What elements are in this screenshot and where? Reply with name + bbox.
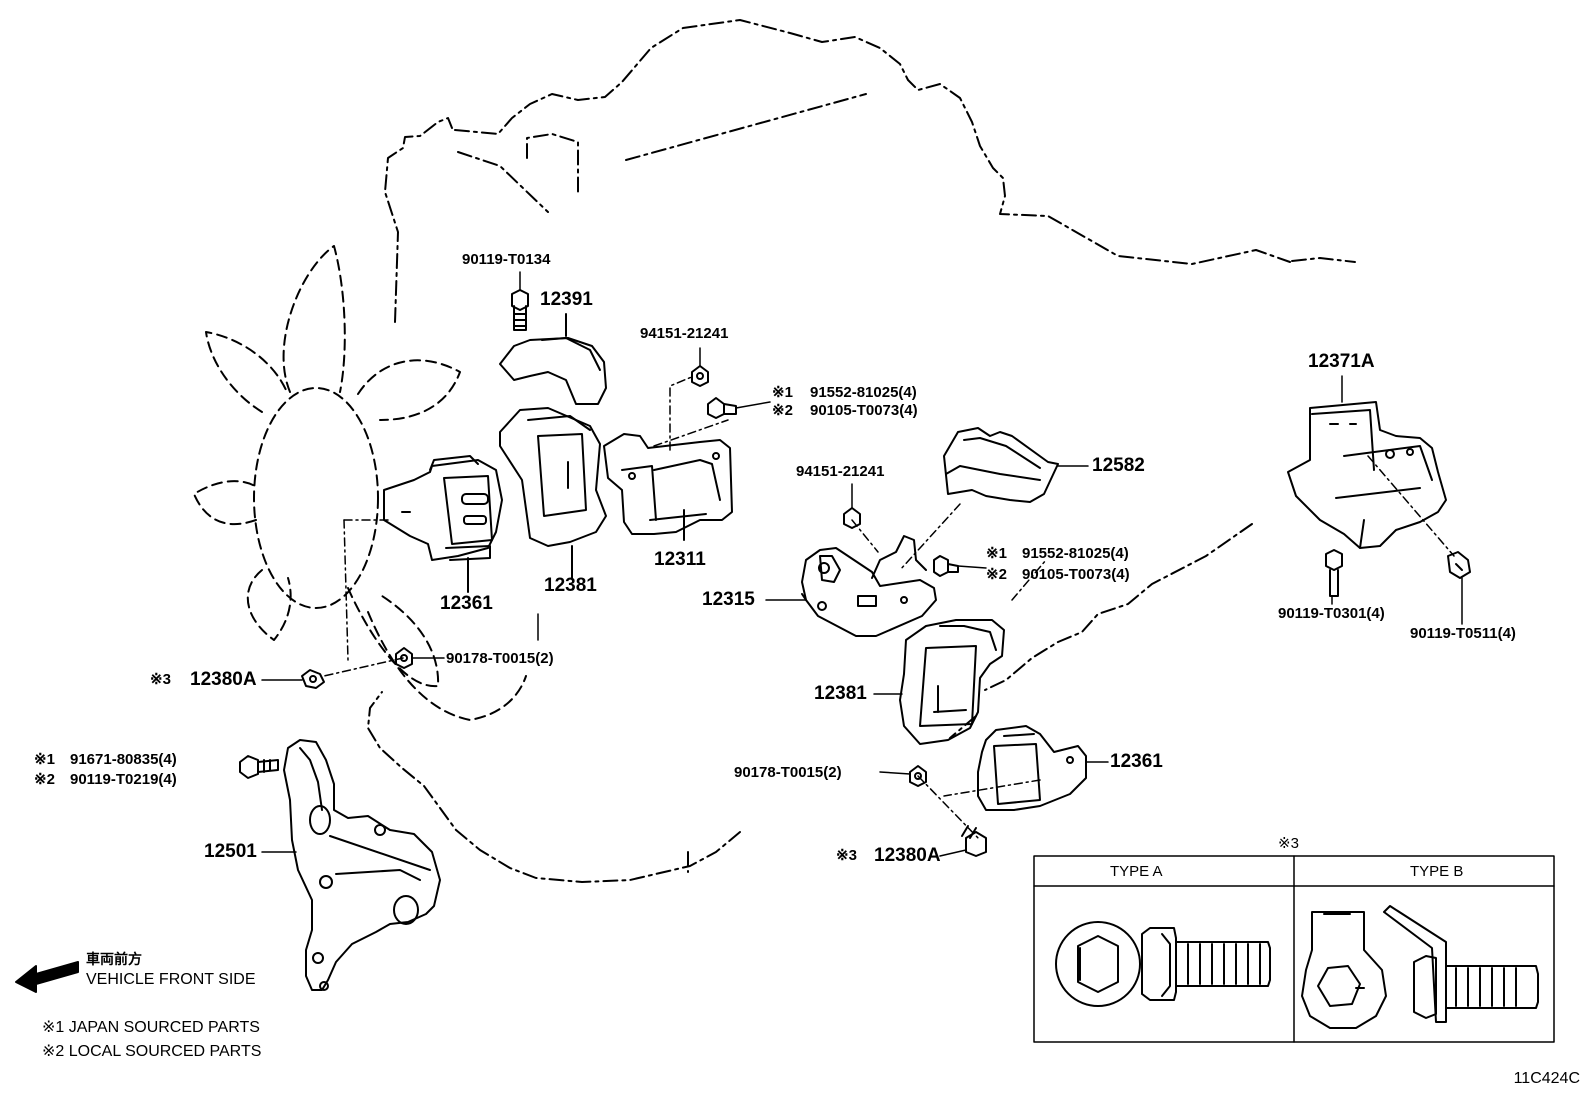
cooling-fan (193, 245, 527, 721)
vehicle-front-arrow-icon (15, 961, 79, 993)
type-a-header: TYPE A (1110, 863, 1163, 880)
label-12361-left: 12361 (440, 593, 493, 614)
label-90119-T0511: 90119-T0511(4) (1410, 625, 1516, 642)
nut-90178-T0015-right (909, 765, 927, 787)
insulator-12381-lower (899, 619, 1005, 745)
mark-2-upper: ※2 (772, 402, 793, 419)
label-90119-T0301: 90119-T0301(4) (1278, 605, 1385, 622)
legend-note-local: ※2 LOCAL SOURCED PARTS (42, 1043, 262, 1060)
vehicle-front-label-en: VEHICLE FRONT SIDE (86, 971, 256, 988)
bracket-12311 (603, 433, 733, 541)
mark-1-left: ※1 (34, 751, 55, 768)
rear-mount-12371A (1287, 401, 1447, 549)
heat-insulator-12582 (943, 427, 1059, 503)
label-91552-81025-lower: 91552-81025(4) (1022, 545, 1129, 562)
label-94151-21241-upper: 94151-21241 (640, 325, 729, 342)
label-12315: 12315 (702, 589, 755, 610)
type-b-nut-icon (1301, 911, 1387, 1029)
label-90105-T0073-lower: 90105-T0073(4) (1022, 566, 1130, 583)
legend-note-japan: ※1 JAPAN SOURCED PARTS (42, 1019, 260, 1036)
bolt-90119-T0301 (1325, 549, 1343, 597)
nut-94151-21241-upper (691, 365, 709, 387)
bolt-91552-lower (933, 555, 959, 577)
mark-1-lower: ※1 (986, 545, 1007, 562)
label-12361-right: 12361 (1110, 751, 1163, 772)
bolt-12380A-left (301, 669, 325, 689)
label-94151-21241-lower: 94151-21241 (796, 463, 885, 480)
bracket-12501 (283, 739, 441, 991)
assembly-leaders (323, 375, 1455, 841)
vehicle-front-label-jp: 車両前方 (86, 951, 142, 967)
type-b-header: TYPE B (1410, 863, 1464, 880)
bracket-12315 (801, 535, 937, 637)
label-12381-lower: 12381 (814, 683, 867, 704)
nut-94151-21241-lower (843, 507, 861, 529)
bolt-91552-upper (707, 397, 737, 419)
bolt-90119-T0134 (511, 289, 529, 331)
bolt-12380A-right (961, 825, 987, 857)
type-b-bolt-icon (1383, 905, 1539, 1023)
label-12391: 12391 (540, 289, 593, 310)
label-90178-T0015-left: 90178-T0015(2) (446, 650, 554, 667)
bolt-90119-T0511 (1447, 551, 1471, 579)
mark-2-lower: ※2 (986, 566, 1007, 583)
label-leaders (261, 271, 1463, 857)
type-a-nut-icon (1055, 921, 1141, 1007)
mark-1-upper: ※1 (772, 384, 793, 401)
type-table-mark: ※3 (1278, 835, 1299, 852)
label-90105-T0073-upper: 90105-T0073(4) (810, 402, 918, 419)
type-table-frame (1033, 855, 1555, 1043)
frame-mount-12361-left (383, 455, 503, 593)
label-12501: 12501 (204, 841, 257, 862)
type-a-bolt-icon (1141, 927, 1271, 1001)
label-90178-T0015-right: 90178-T0015(2) (734, 764, 842, 781)
mark-2-left: ※2 (34, 771, 55, 788)
diagram-code: 11C424C (1513, 1070, 1580, 1087)
insulator-12381-upper (499, 407, 607, 579)
label-12380A-left: 12380A (190, 669, 257, 690)
label-91552-81025-upper: 91552-81025(4) (810, 384, 917, 401)
label-90119-T0219: 90119-T0219(4) (70, 771, 177, 788)
engine-outline (367, 19, 1356, 883)
frame-mount-12361-right (977, 725, 1087, 811)
label-90119-T0134: 90119-T0134 (462, 251, 551, 268)
label-91671-80835: 91671-80835(4) (70, 751, 177, 768)
heat-insulator-12391 (499, 313, 607, 405)
label-12380A-right: 12380A (874, 845, 941, 866)
mark-3-right: ※3 (836, 847, 857, 864)
label-12582: 12582 (1092, 455, 1145, 476)
mark-3-left: ※3 (150, 671, 171, 688)
label-12371A: 12371A (1308, 351, 1375, 372)
nut-90178-T0015-left (395, 647, 413, 669)
bolt-91671-80835 (239, 755, 279, 779)
label-12381-upper: 12381 (544, 575, 597, 596)
label-12311: 12311 (654, 549, 706, 570)
